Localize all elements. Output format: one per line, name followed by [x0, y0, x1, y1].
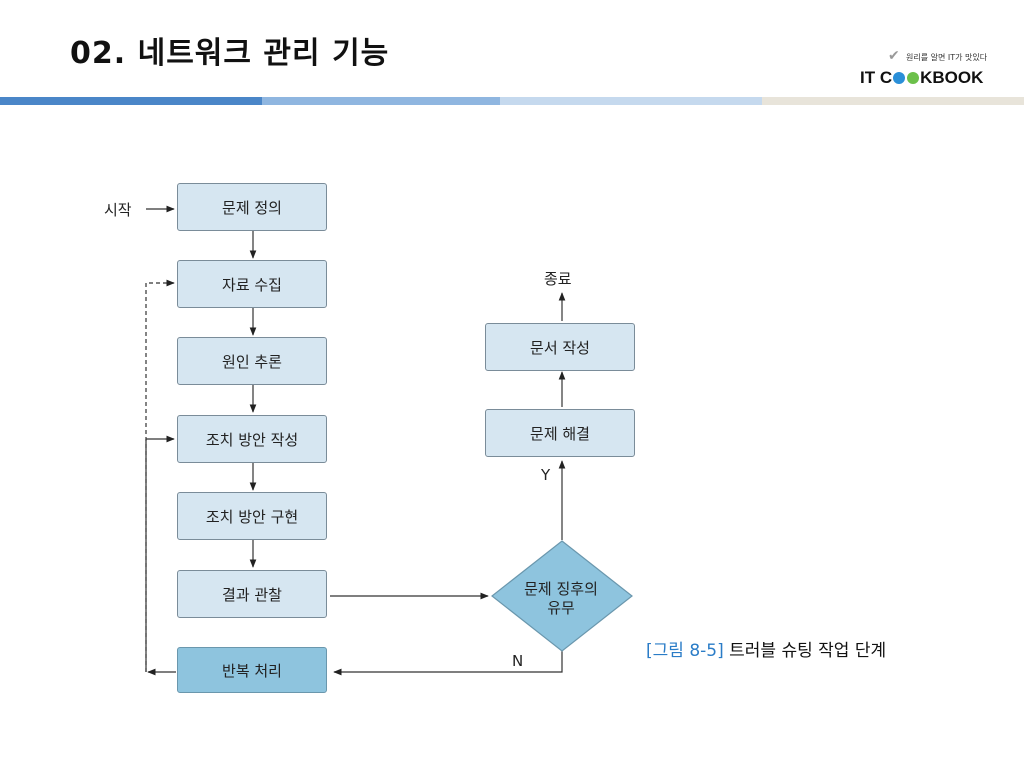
figure-caption: [그림 8-5] 트러블 슈팅 작업 단계 [646, 636, 886, 661]
step-implement-action-plan: 조치 방안 구현 [177, 492, 327, 540]
step-write-document: 문서 작성 [485, 323, 635, 371]
end-label: 종료 [544, 270, 572, 288]
step-define-problem: 문제 정의 [177, 183, 327, 231]
decision-diamond [491, 540, 633, 652]
decision-label-line1: 문제 징후의 [524, 580, 598, 598]
header-band-segment [500, 97, 762, 105]
logo-tagline: 원리를 알면 IT가 맛있다 [906, 53, 988, 62]
decision-label-line2: 유무 [547, 599, 575, 617]
no-label: N [512, 652, 524, 670]
dashed-loop [145, 279, 175, 672]
decision-label: 문제 징후의 유무 [500, 580, 622, 618]
logo-word-left: IT C [860, 68, 893, 87]
header-band-segment [762, 97, 1024, 105]
yes-label: Y [541, 466, 551, 484]
checkmark-icon: ✔ [888, 48, 900, 64]
green-dot-icon [907, 72, 920, 84]
figure-caption-text: 트러블 슈팅 작업 단계 [729, 641, 887, 661]
start-label: 시작 [104, 201, 132, 219]
step-write-action-plan: 조치 방안 작성 [177, 415, 327, 463]
step-infer-cause: 원인 추론 [177, 337, 327, 385]
header-band-segment [262, 97, 500, 105]
step-solve-problem: 문제 해결 [485, 409, 635, 457]
logo-wordmark: IT C KBOOK [860, 68, 983, 88]
figure-caption-ref: [그림 8-5] [646, 641, 724, 661]
blue-dot-icon [893, 72, 906, 84]
arrow-no-branch [333, 647, 563, 676]
logo-word-right: KBOOK [920, 68, 984, 87]
step-observe-result: 결과 관찰 [177, 570, 327, 618]
slide-title: 02. 네트워크 관리 기능 [70, 36, 390, 71]
step-repeat-processing: 반복 처리 [177, 647, 327, 693]
step-collect-data: 자료 수집 [177, 260, 327, 308]
it-cookbook-logo: ✔ 원리를 알면 IT가 맛있다 IT C KBOOK [856, 48, 996, 92]
header-band-segment [0, 97, 262, 105]
